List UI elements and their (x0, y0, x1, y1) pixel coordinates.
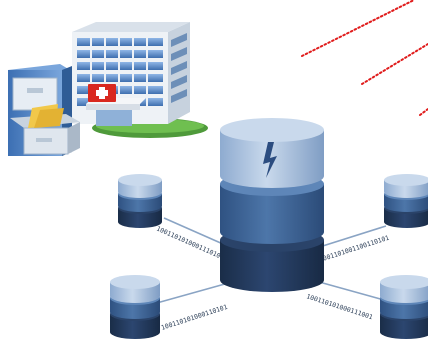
database-node-upper-right (384, 174, 428, 228)
binary-stream-upper-right: 1001101001100110101 (318, 234, 390, 264)
binary-stream-lower-left: 100110101000110101 (160, 303, 228, 332)
central-database-icon (220, 118, 324, 292)
file-cabinet-icon (8, 64, 80, 156)
dotted-accent-lines (301, 0, 428, 116)
hospital-building-icon (72, 22, 208, 138)
database-node-upper-left (118, 174, 162, 228)
database-node-lower-right (380, 275, 428, 339)
binary-stream-lower-right: 100110101000111001 (305, 292, 373, 321)
database-node-lower-left (110, 275, 160, 339)
